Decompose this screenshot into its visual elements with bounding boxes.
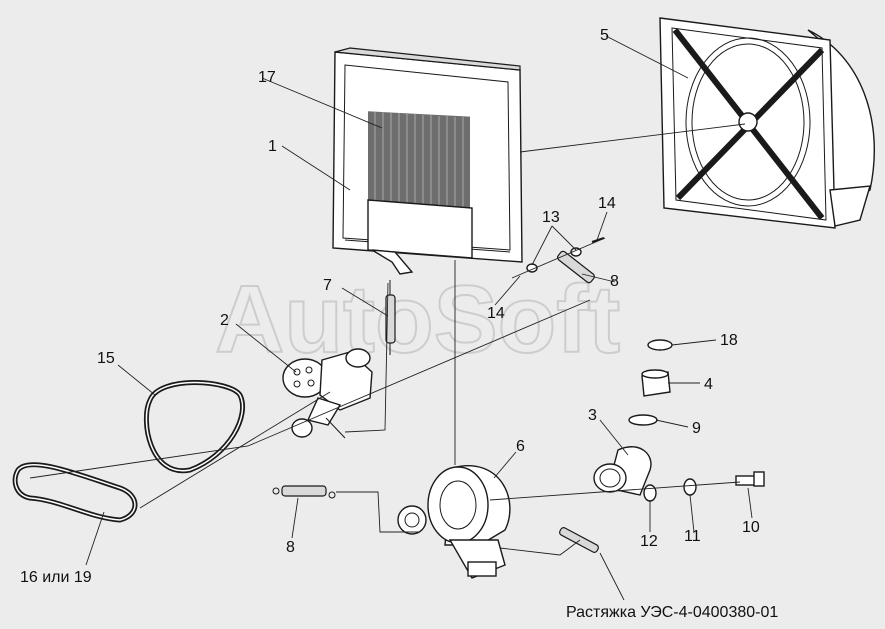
stretcher-link	[559, 527, 599, 553]
callout-4: 4	[704, 376, 713, 393]
spring-7	[385, 280, 396, 355]
callout-14-mid: 14	[487, 305, 505, 322]
callout-5: 5	[600, 27, 609, 44]
watermark: AutoSoft	[215, 266, 620, 373]
tensioner-assembly	[282, 348, 373, 439]
callout-17: 17	[258, 69, 276, 86]
elbow-duct	[593, 446, 652, 496]
blower-housing	[397, 465, 511, 579]
belt-16-19	[12, 462, 138, 523]
callout-9: 9	[692, 420, 701, 437]
callout-8-bottom: 8	[286, 539, 295, 556]
sleeve	[641, 369, 671, 397]
bolt-10	[735, 471, 765, 487]
radiator-core	[368, 111, 470, 229]
washer-11	[683, 478, 697, 496]
callout-leaders	[85, 35, 753, 601]
belt-15	[143, 380, 246, 474]
fan-shroud	[659, 17, 876, 229]
callout-13: 13	[542, 209, 560, 226]
callout-3: 3	[588, 407, 597, 424]
callout-14-top: 14	[598, 195, 616, 212]
callout-6: 6	[516, 438, 525, 455]
callout-8-top: 8	[610, 273, 619, 290]
callout-7: 7	[323, 277, 332, 294]
hose-clamp	[628, 414, 658, 426]
caption-stretcher: Растяжка УЭС-4-0400380-01	[566, 604, 778, 621]
callout-16-or-19: 16 или 19	[20, 569, 92, 586]
radiator-frame	[332, 47, 523, 275]
callout-2: 2	[220, 312, 229, 329]
callout-11: 11	[684, 528, 701, 545]
callout-1: 1	[268, 138, 277, 155]
callout-18: 18	[720, 332, 738, 349]
pin-14	[591, 237, 605, 243]
assembly-lines	[29, 123, 746, 556]
seal-ring	[647, 339, 673, 351]
callout-12: 12	[640, 533, 658, 550]
washer-12	[643, 484, 657, 502]
callout-10: 10	[742, 519, 760, 536]
spring-8-bottom	[272, 485, 336, 499]
callout-15: 15	[97, 350, 115, 367]
